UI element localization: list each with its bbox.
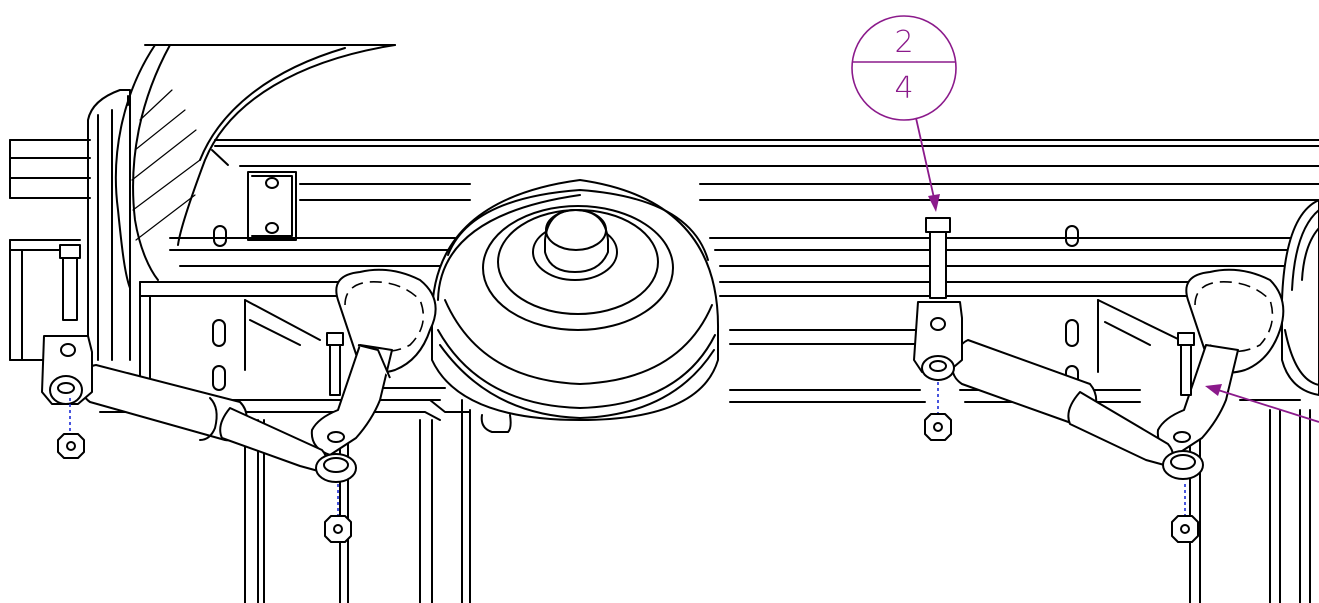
spring-anchor-left bbox=[41, 335, 93, 405]
pulley-right-partial bbox=[1281, 199, 1319, 396]
left-upright-plate bbox=[87, 89, 131, 361]
callout-sheet-number: 2 bbox=[894, 25, 913, 60]
pulley-centre bbox=[430, 179, 720, 433]
upper-frame-rail bbox=[9, 139, 1319, 361]
curved-guard bbox=[114, 44, 396, 289]
callout-leader bbox=[915, 117, 940, 212]
mounting-bracket-left bbox=[247, 171, 297, 241]
bolt-item-4 bbox=[925, 217, 951, 299]
studs bbox=[212, 225, 1079, 391]
hex-nut-4 bbox=[1171, 484, 1199, 543]
hex-nut-2 bbox=[324, 484, 352, 543]
frame-legs bbox=[244, 399, 1311, 603]
bolt-left bbox=[59, 244, 81, 321]
hex-nut-3 bbox=[924, 382, 952, 441]
idler-arm-right bbox=[1156, 268, 1285, 456]
idler-arm-left bbox=[310, 268, 437, 456]
hex-nut-1 bbox=[57, 398, 85, 459]
callout-balloon: 2 4 bbox=[851, 15, 957, 121]
tension-spring-right bbox=[951, 339, 1204, 480]
second-leader bbox=[1205, 384, 1319, 423]
tension-spring-left bbox=[80, 364, 357, 483]
spring-anchor-centre bbox=[913, 301, 963, 381]
callout-item-number: 4 bbox=[894, 71, 913, 106]
